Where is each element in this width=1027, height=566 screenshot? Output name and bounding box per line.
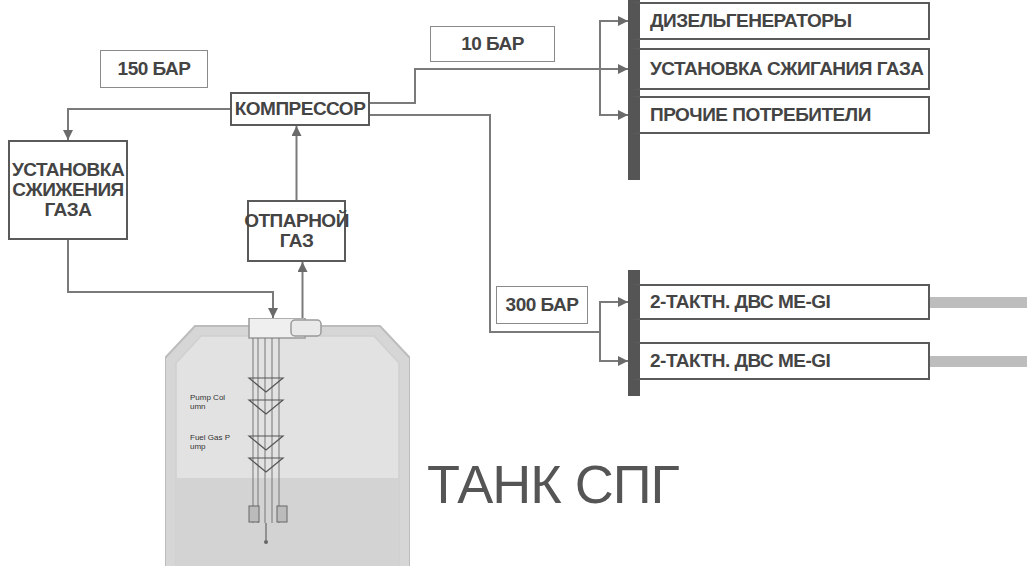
engine-box: 2-ТАКТН. ДВС ME-GI [628,284,930,320]
node-text: ОТПАРНОЙ ГАЗ [244,211,349,251]
pressure-label: 300 БАР [496,286,588,324]
flow-arrow [302,262,304,318]
compressor-box: КОМПРЕССОР [230,92,370,126]
flow-arrow [370,21,628,103]
flow-arrow [370,69,628,115]
flow-arrow [370,115,628,332]
flow-arrow [68,240,273,318]
node-text: ДИЗЕЛЬГЕНЕРАТОРЫ [650,11,852,31]
flow-arrow [68,109,230,140]
flow-arrow [370,69,628,103]
part-label: Fuel Gas P ump [190,434,230,452]
engine-box: 2-ТАКТН. ДВС ME-GI [628,342,930,380]
consumer-box: ДИЗЕЛЬГЕНЕРАТОРЫ [628,2,930,40]
part-label: Pump Col umn [190,394,230,412]
tank-title: ТАНК СПГ [427,456,679,513]
pressure-label: 10 БАР [430,26,555,62]
node-text: КОМПРЕССОР [235,99,366,119]
consumer-box: УСТАНОВКА СЖИГАНИЯ ГАЗА [628,48,930,90]
node-text: 2-ТАКТН. ДВС ME-GI [650,351,830,371]
consumer-box: ПРОЧИЕ ПОТРЕБИТЕЛИ [628,96,930,134]
node-text: УСТАНОВКА СЖИГАНИЯ ГАЗА [650,59,924,79]
propeller-shaft [930,356,1027,367]
pressure-label: 150 БАР [100,50,208,88]
node-text: УСТАНОВКА СЖИЖЕНИЯ ГАЗА [12,160,124,220]
node-text: ПРОЧИЕ ПОТРЕБИТЕЛИ [650,105,871,125]
propeller-shaft [930,297,1027,308]
process-box: УСТАНОВКА СЖИЖЕНИЯ ГАЗА [8,140,128,240]
flow-arrow [370,115,628,361]
node-text: 2-ТАКТН. ДВС ME-GI [650,292,830,312]
process-box: ОТПАРНОЙ ГАЗ [247,200,346,262]
flow-arrow [296,126,298,200]
